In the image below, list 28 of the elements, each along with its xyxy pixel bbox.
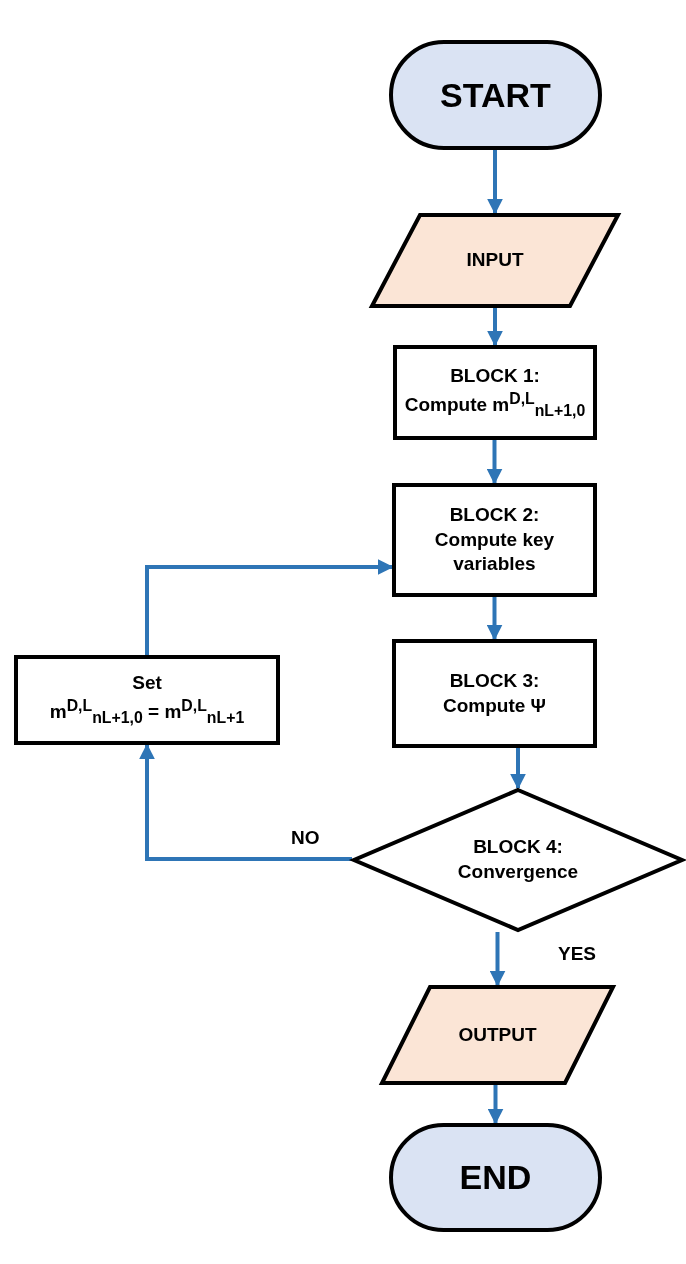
block-heading: Set (131, 671, 163, 696)
process-box (393, 345, 597, 440)
input-output-parallelogram (370, 213, 620, 308)
block-heading: BLOCK 1: (449, 363, 541, 388)
block-text: Compute Ψ (442, 693, 547, 718)
arrow (487, 1085, 504, 1125)
block-heading: BLOCK 4: (472, 835, 564, 860)
decision-diamond (352, 788, 684, 932)
arrow (145, 559, 394, 655)
process-box (392, 639, 597, 748)
process-box (14, 655, 280, 745)
block-text: OUTPUT (457, 1022, 538, 1047)
arrow (486, 440, 503, 485)
block-text: INPUT (465, 248, 525, 273)
block-text: END (458, 1157, 533, 1199)
arrow (487, 308, 503, 347)
block-text: Compute key variables (433, 527, 556, 577)
block-text: START (439, 74, 552, 116)
process-box (392, 483, 597, 597)
arrow (510, 748, 526, 790)
arrow (139, 743, 352, 861)
arrow (486, 597, 503, 641)
arrow (489, 932, 506, 987)
block-heading: BLOCK 3: (448, 668, 541, 693)
block-heading: BLOCK 2: (448, 502, 541, 527)
arrow (487, 150, 503, 215)
block-text: Convergence (456, 860, 580, 884)
input-output-parallelogram (380, 985, 615, 1085)
